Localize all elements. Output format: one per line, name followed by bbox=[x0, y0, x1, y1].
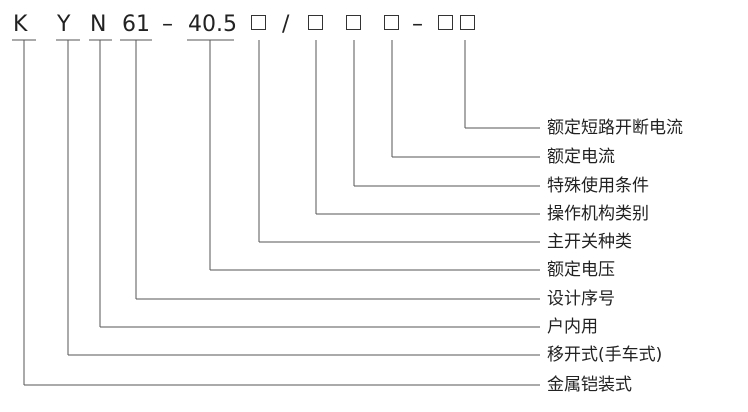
label-metal-clad: 金属铠装式 bbox=[547, 375, 632, 395]
code-61: 61 bbox=[122, 12, 150, 37]
placeholder-box-breaking-current-2 bbox=[460, 15, 475, 30]
placeholder-box-main-switch bbox=[251, 15, 266, 30]
code-y: Y bbox=[57, 12, 71, 37]
code-k: K bbox=[13, 12, 28, 37]
label-operating-mechanism: 操作机构类别 bbox=[547, 204, 649, 224]
code-dash-1: – bbox=[162, 12, 173, 37]
placeholder-box-operating-mechanism bbox=[308, 15, 323, 30]
label-rated-breaking-current: 额定短路开断电流 bbox=[547, 118, 683, 138]
label-main-switch-type: 主开关种类 bbox=[547, 232, 632, 252]
label-design-number: 设计序号 bbox=[547, 289, 615, 309]
code-slash: / bbox=[282, 12, 290, 37]
label-rated-voltage: 额定电压 bbox=[547, 260, 615, 280]
placeholder-box-rated-current bbox=[384, 15, 399, 30]
placeholder-box-special-conditions bbox=[346, 15, 361, 30]
label-withdrawable: 移开式(手车式) bbox=[547, 345, 663, 365]
label-rated-current: 额定电流 bbox=[547, 147, 615, 167]
label-indoor: 户内用 bbox=[547, 317, 598, 337]
label-special-conditions: 特殊使用条件 bbox=[547, 176, 649, 196]
code-dash-2: – bbox=[412, 12, 423, 37]
code-40-5: 40.5 bbox=[188, 12, 237, 37]
placeholder-box-breaking-current-1 bbox=[438, 15, 453, 30]
code-n: N bbox=[90, 12, 107, 37]
